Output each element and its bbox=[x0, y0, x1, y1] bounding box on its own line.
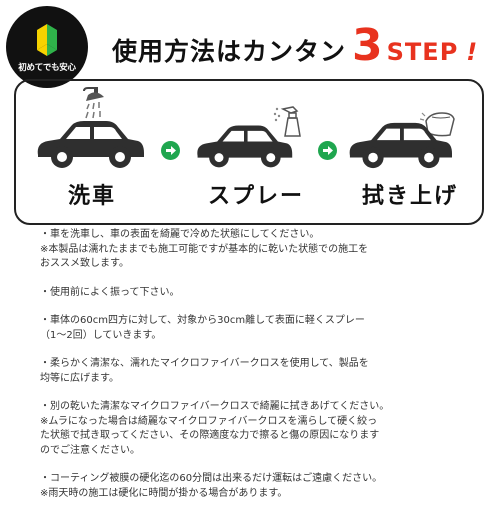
step-label-spray: スプレー bbox=[208, 184, 305, 209]
cloth-wipe-icon bbox=[420, 112, 455, 137]
badge-label: 初めてでも安心 bbox=[18, 63, 76, 73]
list-item: ・柔らかく清潔な、濡れたマイクロファイバークロスを使用して、製品を 均等に広げま… bbox=[40, 358, 369, 384]
page-title: 使用方法はカンタン 3 STEP ! bbox=[112, 24, 477, 68]
arrow-right-icon bbox=[161, 141, 180, 160]
title-step: STEP bbox=[386, 38, 459, 66]
title-number: 3 bbox=[352, 20, 383, 71]
list-item: ・車体の60cm四方に対して、対象から30cm離して表面に軽くスプレー （1～2… bbox=[40, 315, 365, 341]
list-item: ・車を洗車し、車の表面を綺麗で冷めた状態にしてください。 ※本製品は濡れたままで… bbox=[40, 229, 369, 269]
title-exclamation: ! bbox=[466, 38, 478, 66]
shower-icon bbox=[83, 87, 104, 119]
car-icon-wipe bbox=[349, 122, 452, 169]
list-item: ・別の乾いた清潔なマイクロファイバークロスで綺麗に拭きあげてください。 ※ムラに… bbox=[40, 401, 390, 456]
step-label-wash: 洗車 bbox=[68, 184, 117, 209]
list-item: ・使用前によく振って下さい。 bbox=[40, 286, 180, 298]
arrow-right-icon bbox=[318, 141, 337, 160]
title-main: 使用方法はカンタン bbox=[112, 37, 347, 66]
step-label-wipe: 拭き上げ bbox=[362, 184, 459, 209]
instructions-list: ・車を洗車し、車の表面を綺麗で冷めた状態にしてください。 ※本製品は濡れたままで… bbox=[40, 228, 490, 515]
steps-panel: 洗車 スプレー 拭き上げ bbox=[14, 79, 484, 225]
beginner-badge: 初めてでも安心 bbox=[6, 6, 88, 88]
spray-bottle-icon bbox=[273, 106, 301, 137]
list-item: ・コーティング被膜の硬化迄の60分間は出来るだけ運転はご遠慮ください。 ※雨天時… bbox=[40, 473, 383, 499]
beginner-mark-icon bbox=[37, 24, 57, 56]
car-icon-spray bbox=[197, 125, 293, 168]
car-icon-wash bbox=[37, 121, 144, 168]
